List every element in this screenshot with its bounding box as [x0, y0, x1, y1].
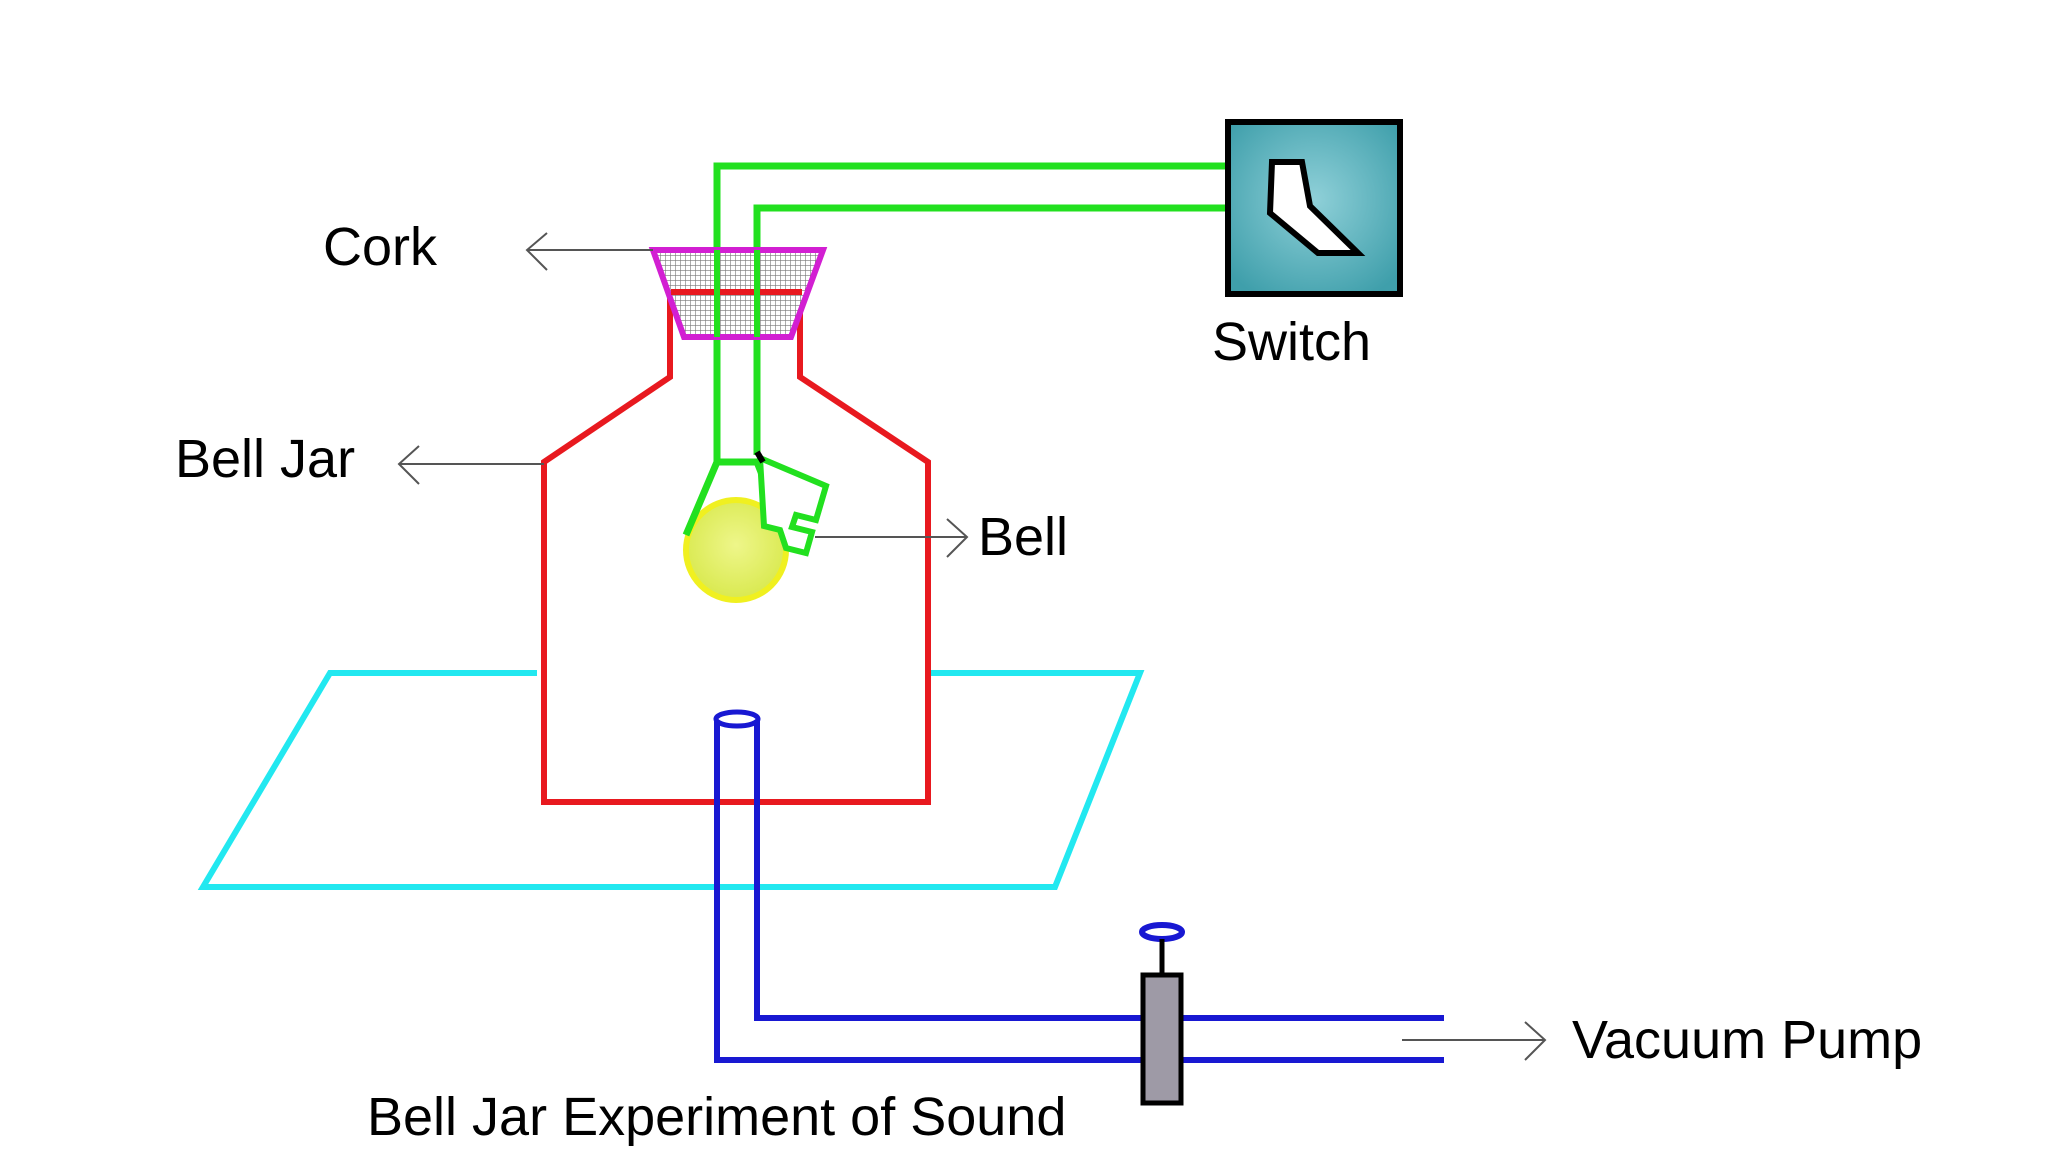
pipe-opening: [713, 709, 761, 729]
bell-label: Bell: [978, 507, 1068, 567]
pointers: [397, 232, 1547, 1061]
switch-label: Switch: [1212, 312, 1371, 372]
bell-jar-label: Bell Jar: [175, 429, 355, 489]
valve-icon: [1139, 922, 1185, 1106]
valve-knob: [1139, 922, 1185, 942]
bell-icon: [682, 450, 830, 603]
bell-jar: [541, 292, 931, 805]
cork-label: Cork: [323, 217, 438, 277]
vacuum-pump-pointer: [1402, 1021, 1547, 1061]
wires: [713, 162, 1225, 462]
bell-pointer: [815, 518, 969, 558]
caption: Bell Jar Experiment of Sound: [367, 1087, 1066, 1147]
cork: [648, 247, 828, 340]
valve-body: [1140, 972, 1184, 1106]
bell-striker: [756, 453, 830, 557]
vacuum-pump-label: Vacuum Pump: [1572, 1010, 1922, 1070]
platform: [197, 670, 1145, 890]
bell-jar-pointer: [397, 445, 544, 485]
switch-icon: [1225, 119, 1403, 297]
vacuum-pipe: [713, 709, 1444, 1063]
cork-pointer: [525, 232, 653, 271]
switch-lever: [1266, 159, 1366, 256]
